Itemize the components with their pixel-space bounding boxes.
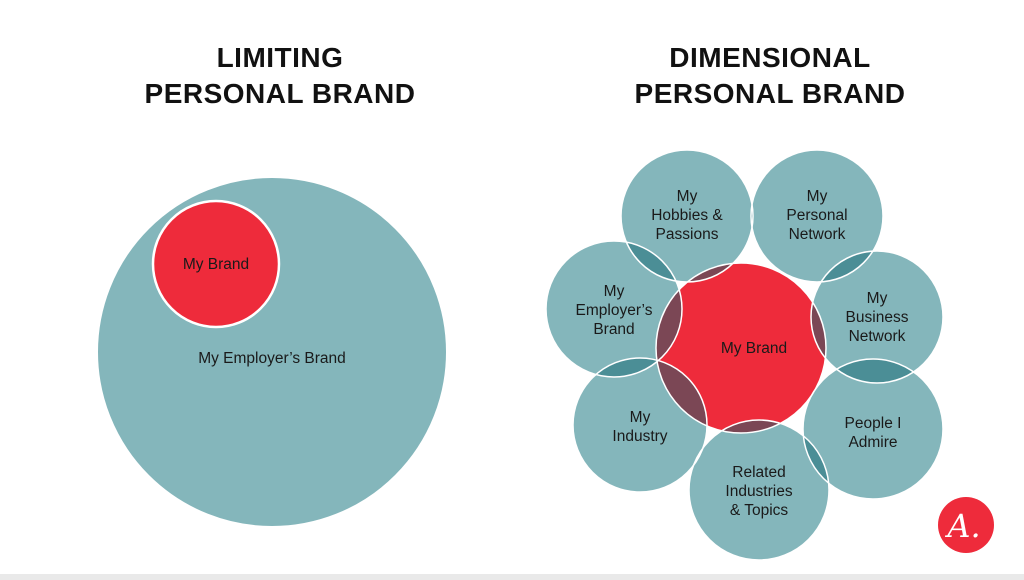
dimensional-brand-title: DIMENSIONAL PERSONAL BRAND	[600, 40, 940, 112]
my-brand-circle	[151, 199, 281, 329]
petal-outline	[802, 358, 944, 500]
employer-brand-label: My Employer’s Brand	[198, 350, 346, 367]
limiting-title-line2: PERSONAL BRAND	[144, 78, 416, 109]
petal-outline	[572, 357, 708, 493]
footer-divider	[0, 574, 1024, 580]
petal-outline	[810, 250, 944, 384]
my-brand-label: My Brand	[183, 256, 249, 273]
petal-outline	[750, 149, 884, 283]
limiting-diagram: My Employer’s Brand My Brand	[96, 176, 448, 528]
petal-circle-people-i-admire	[803, 359, 943, 499]
center-petal-overlap	[656, 358, 707, 433]
logo-circle	[938, 497, 994, 553]
logo-glyph: A.	[944, 507, 980, 545]
petal-outline	[545, 240, 683, 378]
limiting-brand-title: LIMITING PERSONAL BRAND	[120, 40, 440, 112]
petal-circle-related-industries	[689, 420, 829, 560]
dimensional-title-line1: DIMENSIONAL	[669, 42, 871, 73]
dimensional-title-line2: PERSONAL BRAND	[634, 78, 906, 109]
center-outline	[655, 262, 827, 434]
petal-circle-hobbies	[621, 150, 753, 282]
limiting-title-line1: LIMITING	[216, 42, 344, 73]
petal-outline	[688, 419, 830, 561]
center-brand-label: My Brand	[721, 340, 787, 357]
logo-badge: A.	[938, 497, 994, 553]
petal-circle-business-network	[811, 251, 943, 383]
petal-circle-personal-network	[751, 150, 883, 282]
petal-circle-employers-brand	[546, 241, 682, 377]
center-brand-circle	[656, 263, 826, 433]
